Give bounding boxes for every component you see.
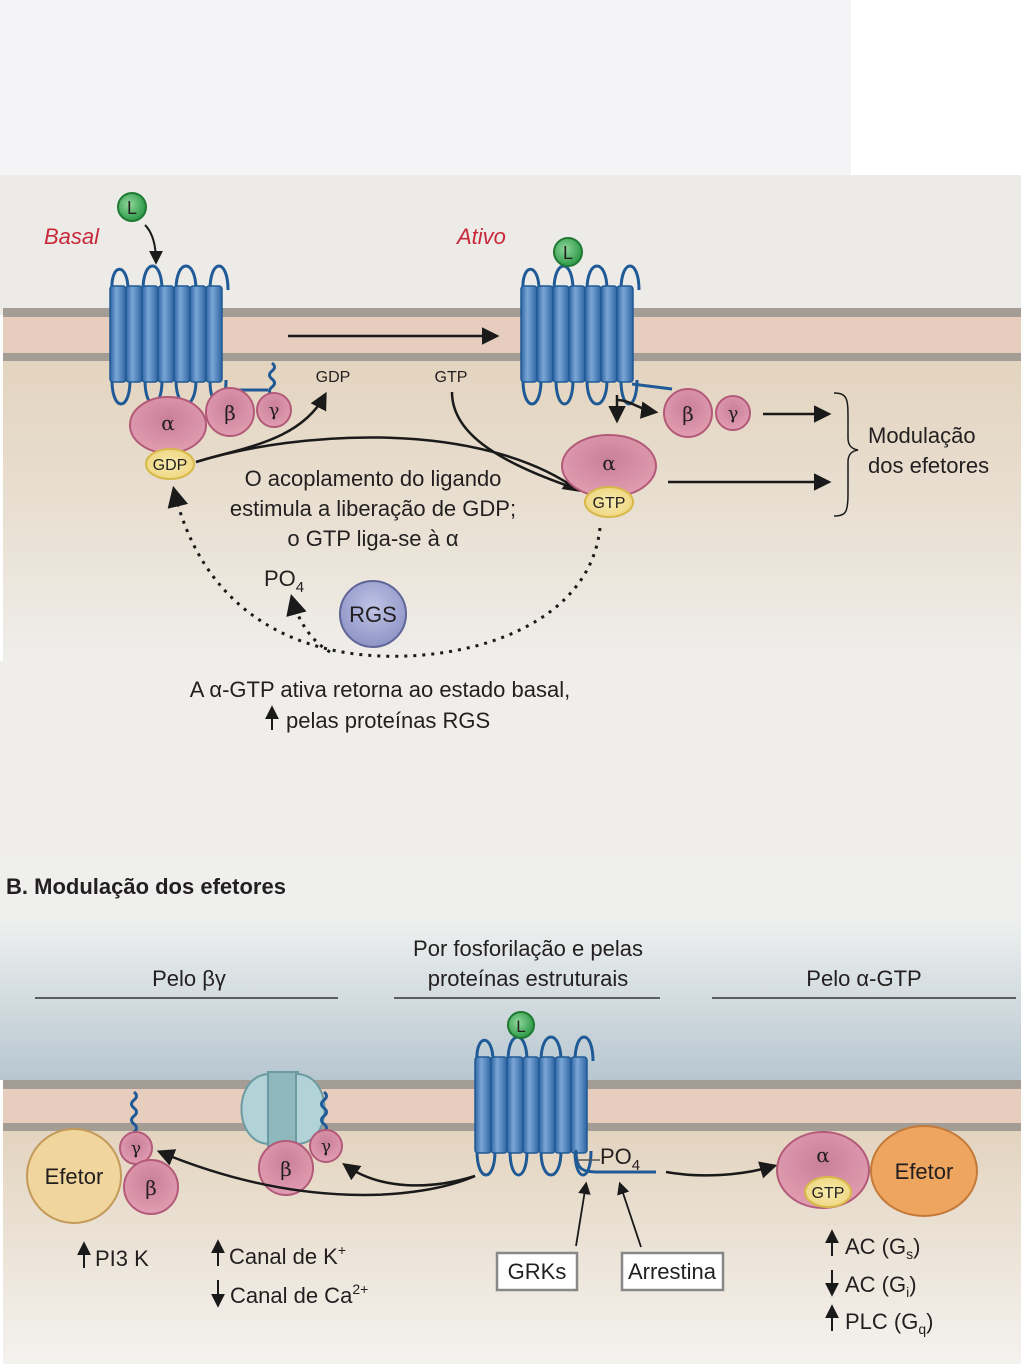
grk-arrow: [575, 1181, 591, 1247]
col-betagamma-title: Pelo βγ: [152, 966, 226, 991]
arrestin-label: Arrestina: [628, 1259, 717, 1284]
beta-subunit-b1: [123, 1159, 179, 1215]
gdp-bound: [145, 448, 195, 480]
ligand-icon-b: [507, 1011, 535, 1039]
alpha-label: α: [161, 411, 175, 435]
ligand-label-b: L: [516, 1017, 525, 1036]
beta-subunit-b2: [258, 1140, 314, 1196]
coupling-text-line3: o GTP liga-se à α: [287, 526, 459, 551]
modulation-label-line2: dos efetores: [868, 453, 989, 478]
ca-channel-label: Canal de Ca2+: [230, 1281, 368, 1308]
g-beta-subunit-active: [663, 388, 713, 438]
state-active-label: Ativo: [455, 224, 506, 249]
beta-label: β: [224, 401, 236, 425]
arrestin-arrow: [617, 1181, 642, 1248]
blank-header-area: [0, 0, 851, 175]
betagamma-dissociation-arrow: [616, 398, 659, 419]
ac-gi-label: AC (Gi): [845, 1272, 917, 1300]
po4-label-a: PO4: [264, 566, 304, 596]
return-text-line2: pelas proteínas RGS: [286, 708, 490, 733]
col-alphagtp-title: Pelo α-GTP: [806, 966, 921, 991]
extracellular-area-b: [0, 920, 1021, 1080]
brace: [833, 392, 859, 517]
beta-label-b2: β: [280, 1157, 292, 1181]
gamma-subunit-b2: [309, 1129, 343, 1163]
gtp-bound: [584, 486, 634, 518]
effector-label-1: Efetor: [45, 1164, 104, 1189]
gtp-bound-b: [804, 1176, 852, 1208]
gamma-active-label: γ: [728, 403, 739, 424]
col-phospho-title-line2: proteínas estruturais: [428, 966, 629, 991]
gtp-binding-arrow: [450, 391, 581, 492]
rgs-label: RGS: [349, 602, 397, 627]
receptor-active-tail: [631, 382, 673, 391]
ligand-binding-arrow: [144, 224, 163, 265]
return-text-line1: A α-GTP ativa retorna ao estado basal,: [190, 677, 570, 702]
grks-box: [495, 1251, 579, 1292]
coupling-text-line2: estimula a liberação de GDP;: [230, 496, 516, 521]
ac-gs-label: AC (Gs): [845, 1234, 920, 1262]
alpha-active-label: α: [602, 451, 616, 475]
effector-label-2: Efetor: [895, 1159, 954, 1184]
exchange-arrow: [195, 436, 581, 493]
ligand-icon: [117, 192, 147, 222]
betagamma-to-channel-arrow: [342, 1162, 476, 1187]
g-protein-diagram: L Basal α β γ GDP GDP GTP O acoplamento …: [0, 175, 1021, 1364]
ion-channel-left: [240, 1072, 271, 1146]
plc-gq-label: PLC (Gq): [845, 1309, 933, 1337]
gtp-bound-label: GTP: [593, 495, 626, 512]
alpha-label-b: α: [816, 1143, 830, 1167]
gdp-bound-label: GDP: [153, 457, 188, 474]
receptor-c-tail-b: [574, 1149, 656, 1174]
lipid-anchor-icon: [320, 1090, 328, 1134]
rgs-protein: [339, 580, 407, 648]
po4-label-b: PO4: [600, 1144, 640, 1174]
k-channel-label: Canal de K+: [229, 1242, 346, 1269]
state-basal-label: Basal: [44, 224, 100, 249]
gtp-free-label: GTP: [435, 369, 468, 386]
arrestin-box: [620, 1251, 725, 1292]
effector-pi3k: [26, 1128, 122, 1224]
pi3k-label: PI3 K: [95, 1246, 149, 1271]
membrane-inner-line-a: [3, 353, 1021, 361]
g-gamma-subunit-active: [715, 395, 751, 431]
g-gamma-subunit: [256, 392, 292, 428]
rgs-return-arrow: [167, 485, 602, 658]
effector-alpha: [870, 1125, 978, 1217]
col-phospho-title-line1: Por fosforilação e pelas: [413, 936, 643, 961]
grks-label: GRKs: [508, 1259, 567, 1284]
gtp-label-b: GTP: [812, 1185, 845, 1202]
ligand-bound-label: L: [563, 243, 573, 263]
panel-b-title: B. Modulação dos efetores: [6, 874, 286, 899]
g-beta-subunit: [205, 387, 255, 437]
gdp-released-label: GDP: [316, 369, 351, 386]
ligand-label: L: [127, 198, 137, 218]
gamma-label: γ: [269, 400, 280, 421]
ion-channel-right: [295, 1072, 326, 1146]
coupling-text-line1: O acoplamento do ligando: [245, 466, 502, 491]
beta-label-b1: β: [145, 1176, 157, 1200]
beta-active-label: β: [682, 402, 694, 426]
panel-a-bottom-bg: [0, 661, 1021, 861]
ligand-bound-icon: [553, 237, 583, 267]
lipid-anchor-icon: [130, 1090, 138, 1134]
gamma-label-b1: γ: [131, 1139, 141, 1159]
membrane-outer-line-a: [3, 308, 1021, 317]
lipid-anchor-icon: [268, 361, 276, 397]
gamma-label-b2: γ: [321, 1137, 331, 1157]
ion-channel-pore: [267, 1071, 299, 1147]
betagamma-to-effector-arrow: [156, 1149, 476, 1197]
alpha-to-effector-arrow: [665, 1161, 778, 1179]
modulation-label-line1: Modulação: [868, 423, 976, 448]
